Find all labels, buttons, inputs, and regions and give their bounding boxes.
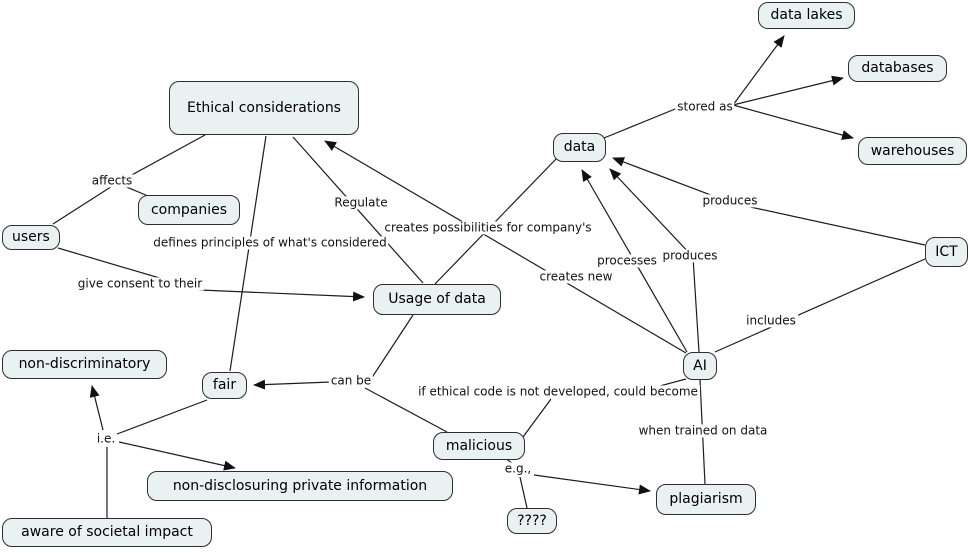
edge-produces-from-ict: [612, 157, 926, 246]
edge-label-creates-new[interactable]: creates new: [537, 269, 615, 284]
node-malicious[interactable]: malicious: [433, 432, 525, 460]
edge-stored-as: [603, 106, 681, 139]
edge-label-processes[interactable]: processes: [595, 253, 659, 268]
edge-can-be-to-fair: [253, 379, 332, 390]
edge-ie-to-non-discriminatory: [89, 385, 104, 431]
edge-eg-to-unknown: [519, 476, 528, 509]
edge-creates-possibilities: [434, 157, 558, 285]
edge-stored-as-data-lakes: [732, 35, 785, 106]
edge-label-creates-possibilities[interactable]: creates possibilities for company's: [382, 220, 594, 235]
node-data[interactable]: data: [553, 133, 606, 162]
edge-creates-new: [324, 140, 687, 354]
edge-can-be-from-usage: [370, 314, 414, 380]
edge-stored-as-warehouses: [732, 104, 854, 140]
node-aware-of-societal-impact[interactable]: aware of societal impact: [2, 518, 212, 547]
node-usage-of-data[interactable]: Usage of data: [373, 284, 501, 315]
edge-label-ie[interactable]: i.e.: [94, 431, 118, 446]
node-data-lakes[interactable]: data lakes: [758, 2, 855, 29]
edge-label-produces-ict[interactable]: produces: [700, 193, 760, 208]
edge-if-ethical-to-malicious: [522, 398, 552, 438]
edge-can-be-to-malicious: [364, 387, 448, 433]
node-warehouses[interactable]: warehouses: [858, 137, 967, 165]
node-databases[interactable]: databases: [848, 55, 947, 82]
edge-includes: [714, 258, 926, 353]
edge-label-if-ethical[interactable]: if ethical code is not developed, could …: [416, 384, 700, 399]
node-ethical-considerations[interactable]: Ethical considerations: [169, 81, 359, 135]
edge-label-eg[interactable]: e.g.,: [502, 461, 534, 476]
edge-label-when-trained[interactable]: when trained on data: [636, 423, 770, 438]
edge-label-regulate[interactable]: Regulate: [332, 195, 390, 210]
node-fair[interactable]: fair: [202, 372, 247, 399]
node-question-marks[interactable]: ????: [507, 508, 557, 534]
node-non-disclosuring-private-information[interactable]: non-disclosuring private information: [147, 471, 453, 501]
edge-ie-from-fair: [116, 399, 208, 435]
node-non-discriminatory[interactable]: non-discriminatory: [2, 350, 167, 379]
edge-label-affects[interactable]: affects: [89, 173, 135, 188]
edge-defines-principles: [229, 135, 267, 372]
edge-eg-to-plagiarism: [533, 474, 651, 495]
edge-label-give-consent[interactable]: give consent to their: [75, 276, 205, 291]
edge-label-produces-ai[interactable]: produces: [660, 248, 720, 263]
edge-ie-to-non-disclosuring: [118, 441, 236, 471]
edge-regulate: [292, 136, 424, 284]
edge-stored-as-databases: [732, 75, 844, 106]
node-ict[interactable]: ICT: [925, 237, 968, 267]
node-ai[interactable]: AI: [683, 352, 717, 380]
edge-label-can-be[interactable]: can be: [328, 373, 374, 388]
node-users[interactable]: users: [2, 225, 60, 250]
edge-label-includes[interactable]: includes: [744, 313, 798, 328]
node-companies[interactable]: companies: [138, 195, 240, 225]
edge-label-defines-principles[interactable]: defines principles of what's considered: [151, 235, 389, 250]
edge-label-stored-as[interactable]: stored as: [675, 99, 735, 114]
node-plagiarism[interactable]: plagiarism: [656, 484, 756, 515]
